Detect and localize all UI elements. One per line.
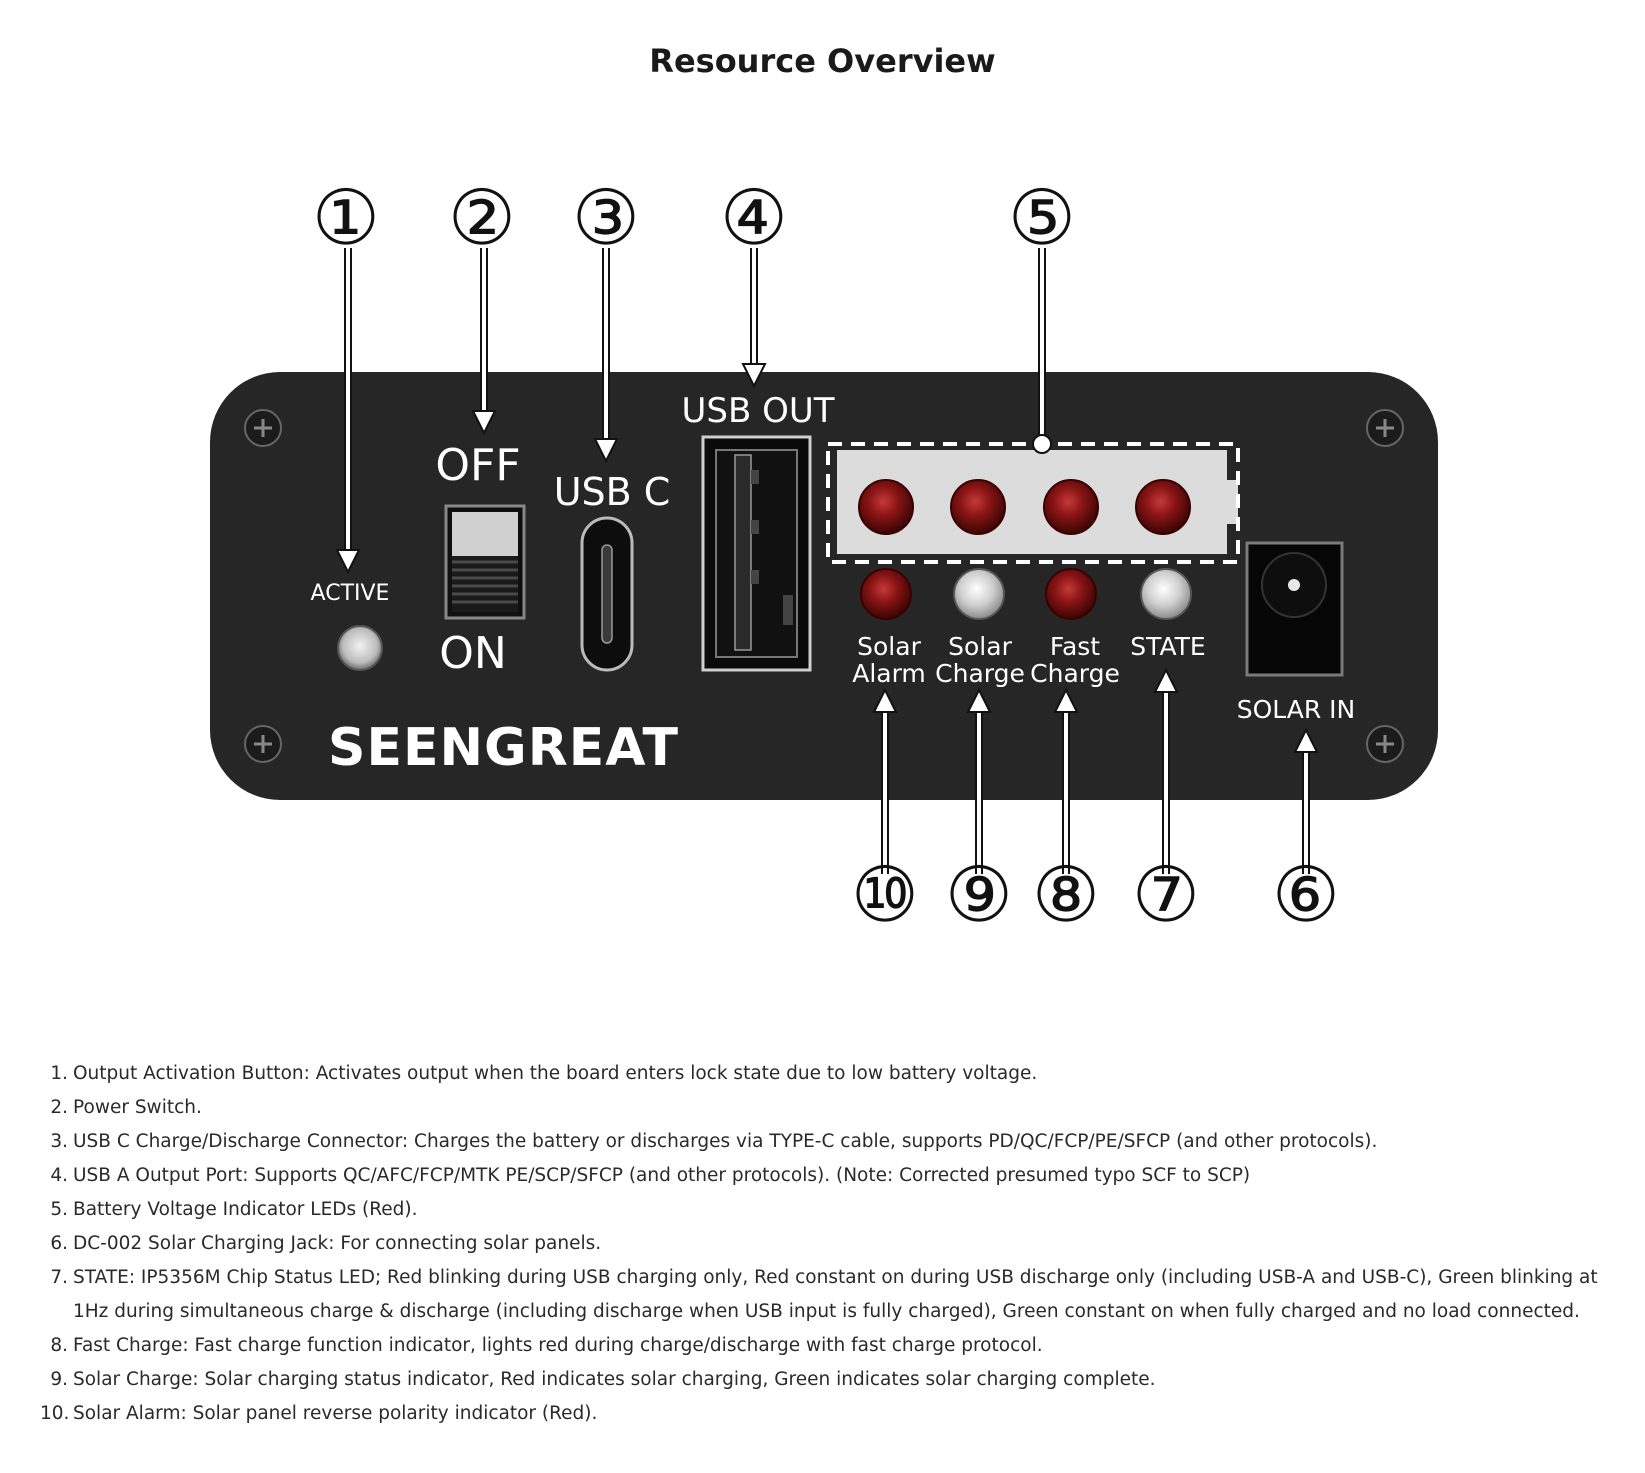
callout-3: ③ xyxy=(572,173,640,262)
usb-a-output-port[interactable] xyxy=(701,435,812,672)
callout-1: ① xyxy=(312,173,380,262)
list-item: 7.STATE: IP5356M Chip Status LED; Red bl… xyxy=(40,1261,1620,1329)
active-label: ACTIVE xyxy=(311,581,390,606)
callout-10: ⑩ xyxy=(851,850,919,939)
list-item: 10.Solar Alarm: Solar panel reverse pola… xyxy=(40,1397,1620,1431)
list-item-number: 1. xyxy=(50,1063,68,1084)
callout-4: ④ xyxy=(720,173,788,262)
screw-icon xyxy=(1366,725,1404,763)
battery-led xyxy=(858,479,914,535)
solar-charge-label-line2: Charge xyxy=(935,659,1025,688)
list-item-number: 10. xyxy=(40,1403,70,1424)
description-list: 1.Output Activation Button: Activates ou… xyxy=(40,1057,1620,1431)
page-title: Resource Overview xyxy=(649,42,996,80)
battery-led xyxy=(950,479,1006,535)
list-item-number: 2. xyxy=(50,1097,68,1118)
callout-5: ⑤ xyxy=(1008,173,1076,262)
list-item: 1.Output Activation Button: Activates ou… xyxy=(40,1057,1620,1091)
list-item: 8.Fast Charge: Fast charge function indi… xyxy=(40,1329,1620,1363)
power-switch[interactable] xyxy=(444,504,526,620)
solar-alarm-label-line2: Alarm xyxy=(852,659,926,688)
list-item-number: 8. xyxy=(50,1335,68,1356)
list-item-text: STATE: IP5356M Chip Status LED; Red blin… xyxy=(73,1267,1598,1322)
list-item-number: 6. xyxy=(50,1233,68,1254)
dc-solar-jack[interactable] xyxy=(1245,541,1344,677)
list-item: 3.USB C Charge/Discharge Connector: Char… xyxy=(40,1125,1620,1159)
usb-c-port[interactable] xyxy=(580,516,634,672)
output-activation-button[interactable] xyxy=(337,625,383,671)
device-diagram: ACTIVE OFF ON USB C USB OUT Solar Alarm … xyxy=(210,173,1438,939)
brand-logo: SEENGREAT xyxy=(328,718,679,778)
list-item-text: Power Switch. xyxy=(73,1097,202,1118)
list-item-text: DC-002 Solar Charging Jack: For connecti… xyxy=(73,1233,602,1254)
list-item-number: 9. xyxy=(50,1369,68,1390)
usb-out-label: USB OUT xyxy=(681,391,834,431)
usb-c-label: USB C xyxy=(554,470,671,514)
list-item: 6.DC-002 Solar Charging Jack: For connec… xyxy=(40,1227,1620,1261)
callout-6: ⑥ xyxy=(1272,850,1340,939)
callout-9: ⑨ xyxy=(945,850,1013,939)
list-item-text: Fast Charge: Fast charge function indica… xyxy=(73,1335,1043,1356)
list-item-number: 7. xyxy=(50,1267,68,1288)
solar-in-label: SOLAR IN xyxy=(1237,695,1356,724)
list-item-text: Solar Charge: Solar charging status indi… xyxy=(73,1369,1156,1390)
screw-icon xyxy=(244,409,282,447)
battery-led-highlight-box xyxy=(826,442,1240,564)
fast-charge-led xyxy=(1045,568,1097,620)
state-label: STATE xyxy=(1130,632,1205,661)
callout-arrows xyxy=(335,248,1319,874)
state-led xyxy=(1140,568,1192,620)
solar-charge-led xyxy=(953,568,1005,620)
list-item-number: 5. xyxy=(50,1199,68,1220)
list-item-number: 4. xyxy=(50,1165,68,1186)
switch-on-label: ON xyxy=(439,628,507,679)
list-item-number: 3. xyxy=(50,1131,68,1152)
list-item: 4.USB A Output Port: Supports QC/AFC/FCP… xyxy=(40,1159,1620,1193)
callout-8: ⑧ xyxy=(1032,850,1100,939)
battery-led xyxy=(1043,479,1099,535)
callout-2: ② xyxy=(448,173,516,262)
screw-icon xyxy=(244,725,282,763)
list-item: 2.Power Switch. xyxy=(40,1091,1620,1125)
callout-7: ⑦ xyxy=(1132,850,1200,939)
list-item-text: Output Activation Button: Activates outp… xyxy=(73,1063,1038,1084)
list-item: 9.Solar Charge: Solar charging status in… xyxy=(40,1363,1620,1397)
switch-off-label: OFF xyxy=(435,440,520,491)
fast-charge-label-line2: Charge xyxy=(1030,659,1120,688)
list-item: 5.Battery Voltage Indicator LEDs (Red). xyxy=(40,1193,1620,1227)
list-item-text: USB C Charge/Discharge Connector: Charge… xyxy=(73,1131,1378,1152)
list-item-text: USB A Output Port: Supports QC/AFC/FCP/M… xyxy=(73,1165,1251,1186)
solar-alarm-label-line1: Solar xyxy=(857,632,921,661)
battery-led xyxy=(1135,479,1191,535)
list-item-text: Solar Alarm: Solar panel reverse polarit… xyxy=(73,1403,598,1424)
screw-icon xyxy=(1366,409,1404,447)
solar-charge-label-line1: Solar xyxy=(948,632,1012,661)
list-item-text: Battery Voltage Indicator LEDs (Red). xyxy=(73,1199,418,1220)
fast-charge-label-line1: Fast xyxy=(1050,632,1100,661)
solar-alarm-led xyxy=(860,568,912,620)
